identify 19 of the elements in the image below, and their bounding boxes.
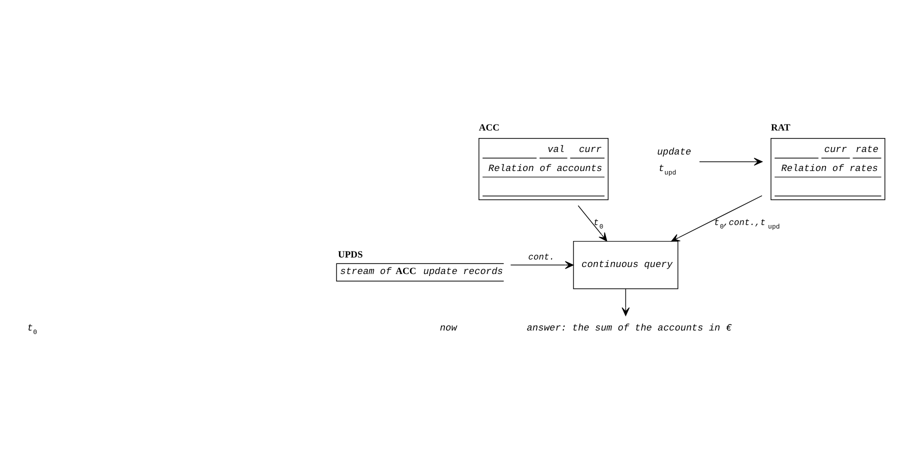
- label: t$_{0}$: [27, 322, 38, 336]
- arrow: [578, 204, 608, 241]
- edge-label: t$_{0}$: [594, 217, 604, 230]
- arrow: [622, 288, 630, 316]
- label: now: [440, 322, 457, 334]
- node-box: curr rate Relation of rates: [770, 138, 886, 200]
- node-box: val curr Relation of accounts: [478, 138, 609, 200]
- node-text: answer: the sum of the accounts in €: [526, 322, 732, 334]
- node-label: RAT: [770, 123, 790, 134]
- arrow: [510, 260, 574, 269]
- edge-label: cont.: [528, 252, 554, 262]
- arrow: [671, 194, 762, 242]
- node-box: continuous query: [573, 240, 678, 289]
- node-label: t$_{upd}$: [658, 162, 676, 176]
- arrow: [699, 157, 763, 166]
- node-label: ACC: [478, 123, 500, 134]
- edge-label: t$_{0}$,cont.,t$_{upd}$: [714, 217, 780, 230]
- node-text: UPDS stream of ACC update records: [338, 250, 503, 277]
- node-text: update: [657, 146, 692, 158]
